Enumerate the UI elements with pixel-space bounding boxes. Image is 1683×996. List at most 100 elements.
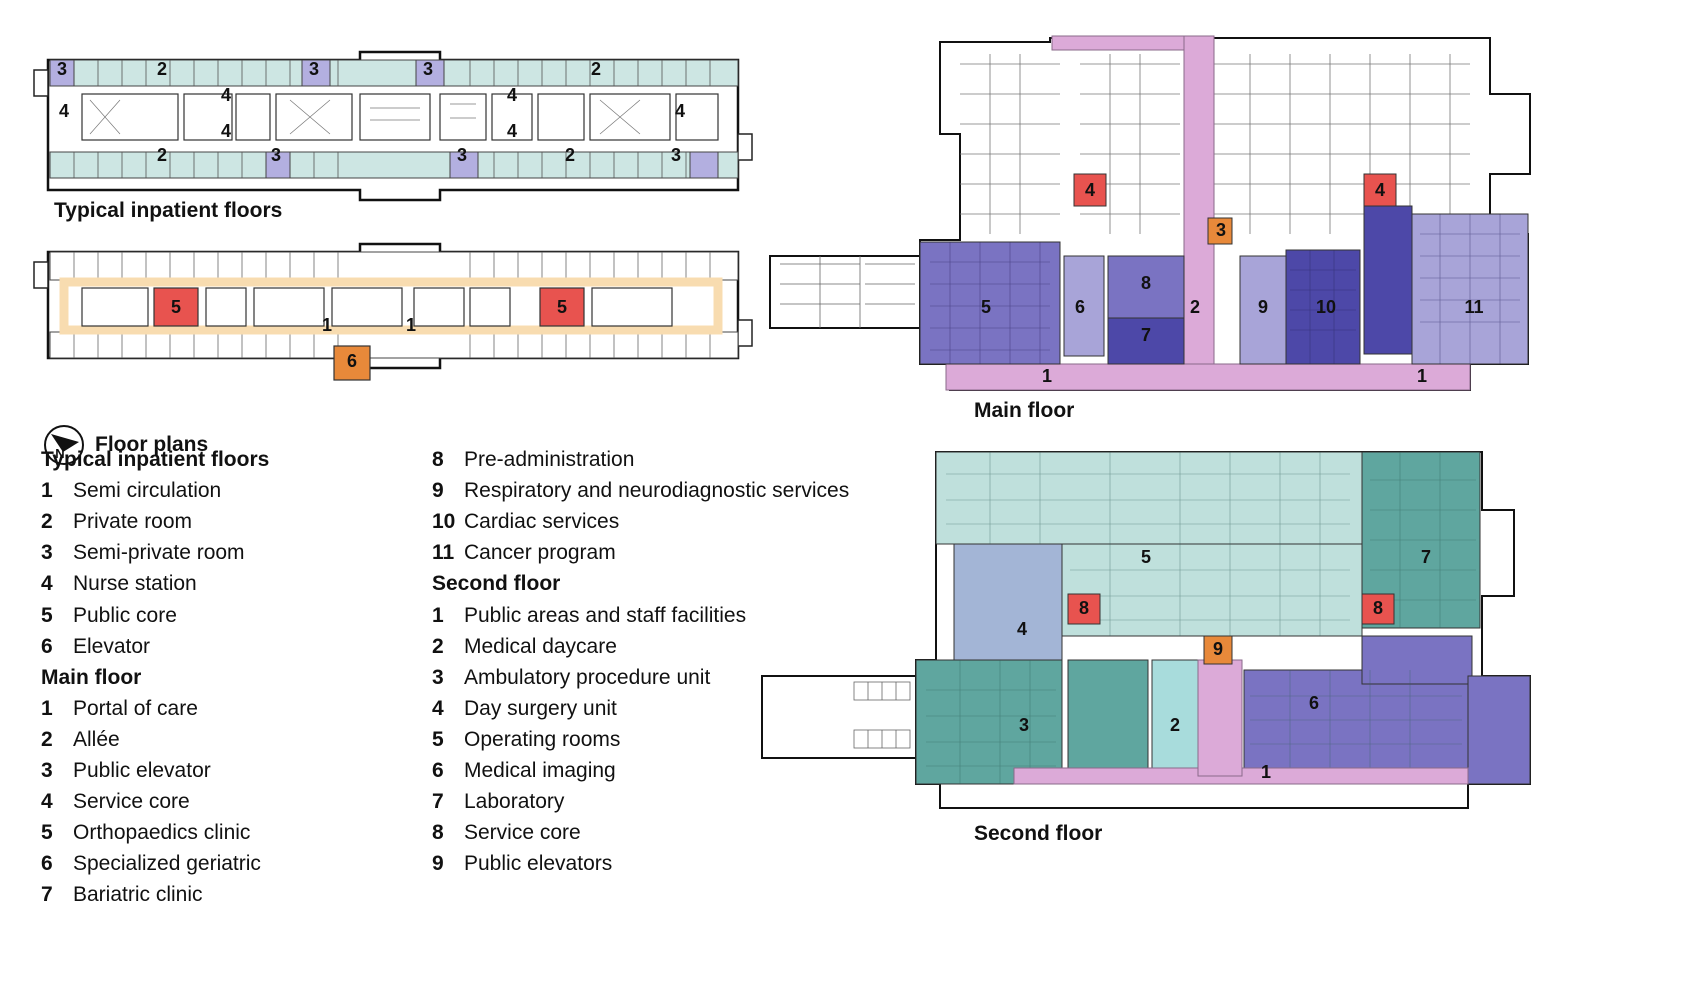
service-cores (1073, 173, 1397, 207)
legend-item-number: 7 (41, 883, 53, 907)
legend-item-label: Operating rooms (464, 727, 621, 751)
core-rooms (81, 287, 673, 327)
room-label: 9 (1213, 639, 1223, 659)
room-label: 1 (1417, 366, 1427, 386)
legend-item-label: Ambulatory procedure unit (464, 665, 711, 689)
admin-room-grid (960, 54, 1470, 234)
room-label: 7 (1421, 547, 1431, 567)
legend-item-number: 1 (41, 696, 53, 720)
legend-item-label: Allée (73, 727, 120, 751)
room-label: 6 (347, 351, 357, 371)
room-label: 5 (557, 297, 567, 317)
legend-item-label: Nurse station (73, 572, 197, 596)
room-label: 11 (1464, 297, 1483, 317)
legend-item-number: 11 (432, 541, 455, 565)
room-label: 5 (171, 297, 181, 317)
room-label: 4 (1085, 180, 1095, 200)
north-arrow-icon: N (44, 425, 84, 465)
main-floor-labels: 4 4 3 5 6 8 7 2 9 10 11 1 1 (981, 180, 1484, 386)
core-room-details (89, 99, 641, 135)
public-areas-corridor (1013, 659, 1469, 785)
legend-item-label: Service core (73, 790, 190, 814)
semi-private-rooms (49, 59, 719, 179)
legend-item-label: Public core (73, 603, 177, 627)
legend-item-number: 9 (432, 479, 444, 503)
room-label: 4 (675, 101, 685, 121)
public-elevators (1203, 635, 1233, 665)
legend-item-label: Public areas and staff facilities (464, 603, 747, 627)
room-label: 4 (221, 85, 231, 105)
clinic-blocks (919, 205, 1529, 365)
room-label: 8 (1141, 273, 1151, 293)
typical-inpatient-floor-plan-upper: 3 2 3 3 2 4 4 4 4 4 4 2 3 3 2 3 (33, 50, 753, 202)
typical-upper-labels: 3 2 3 3 2 4 4 4 4 4 4 2 3 3 2 3 (57, 59, 685, 165)
legend-item-label: Bariatric clinic (73, 883, 203, 907)
typical-floors-caption: Typical inpatient floors (54, 199, 283, 222)
legend-item-number: 4 (41, 572, 53, 596)
room-label: 2 (1170, 715, 1180, 735)
annex-detail (780, 256, 915, 328)
room-label: 3 (1019, 715, 1029, 735)
room-label: 3 (309, 59, 319, 79)
legend-item-number: 8 (432, 448, 444, 471)
legend-item-label: Medical imaging (464, 759, 616, 782)
room-label: 4 (59, 101, 69, 121)
room-label: 1 (322, 315, 332, 335)
room-label: 9 (1258, 297, 1268, 317)
legend-item-label: Laboratory (464, 790, 565, 814)
typical-inpatient-floor-plan-lower: 5 5 1 1 6 (33, 242, 753, 381)
legend-item-number: 4 (41, 790, 53, 814)
building-outline (46, 50, 740, 202)
legend-item-label: Portal of care (73, 696, 198, 720)
annex-detail (853, 681, 911, 749)
legend-item-label: Medical daycare (464, 634, 617, 658)
legend-item-number: 6 (41, 852, 53, 876)
room-label: 5 (1141, 547, 1151, 567)
room-label: 1 (1042, 366, 1052, 386)
north-symbol: N (55, 446, 64, 461)
legend-item-label: Elevator (73, 634, 151, 658)
zone-room-grid (926, 452, 1476, 784)
room-label: 4 (1375, 180, 1385, 200)
floor-plans-title: Floor plans (95, 433, 209, 456)
room-label: 4 (221, 121, 231, 141)
legend-item-number: 2 (41, 727, 53, 751)
legend-item-label: Semi-private room (73, 541, 245, 565)
legend-item-label: Cardiac services (464, 510, 620, 534)
second-floor-labels: 5 7 4 8 8 9 3 2 6 1 (1017, 547, 1431, 782)
legend-item-label: Public elevators (464, 852, 613, 876)
room-label: 2 (591, 59, 601, 79)
legend-item-label: Specialized geriatric (73, 852, 261, 876)
legend-section-heading: Second floor (432, 572, 561, 596)
legend-item-number: 5 (41, 603, 53, 627)
legend-item-label: Private room (73, 510, 193, 534)
room-label: 2 (157, 59, 167, 79)
legend-item-label: Service core (464, 821, 581, 845)
legend-item-number: 6 (41, 634, 53, 658)
legend-item-number: 2 (432, 634, 444, 658)
legend-item-label: Semi circulation (73, 479, 222, 503)
legend-item-number: 3 (41, 541, 53, 565)
room-label: 10 (1316, 297, 1336, 317)
legend-section-heading: Main floor (41, 665, 142, 689)
end-stairs (33, 261, 753, 347)
room-label: 3 (671, 145, 681, 165)
room-label: 2 (1190, 297, 1200, 317)
legend-item-number: 10 (432, 510, 456, 534)
legend-item-number: 3 (41, 759, 53, 782)
legend-item-number: 6 (432, 759, 444, 782)
legend-item-number: 3 (432, 665, 444, 689)
room-label: 8 (1373, 598, 1383, 618)
room-label: 3 (57, 59, 67, 79)
room-label: 4 (507, 85, 517, 105)
room-label: 6 (1309, 693, 1319, 713)
main-floor-plan: 4 4 3 5 6 8 7 2 9 10 11 1 1 (769, 35, 1531, 391)
room-label: 6 (1075, 297, 1085, 317)
legend-item-number: 2 (41, 510, 53, 534)
legend-item-number: 7 (432, 790, 444, 814)
legend-item-number: 1 (432, 603, 444, 627)
portal-of-care-corridor (945, 363, 1471, 391)
typical-lower-labels: 5 5 1 1 6 (171, 297, 567, 371)
public-elevator (1207, 217, 1233, 245)
room-label: 8 (1079, 598, 1089, 618)
